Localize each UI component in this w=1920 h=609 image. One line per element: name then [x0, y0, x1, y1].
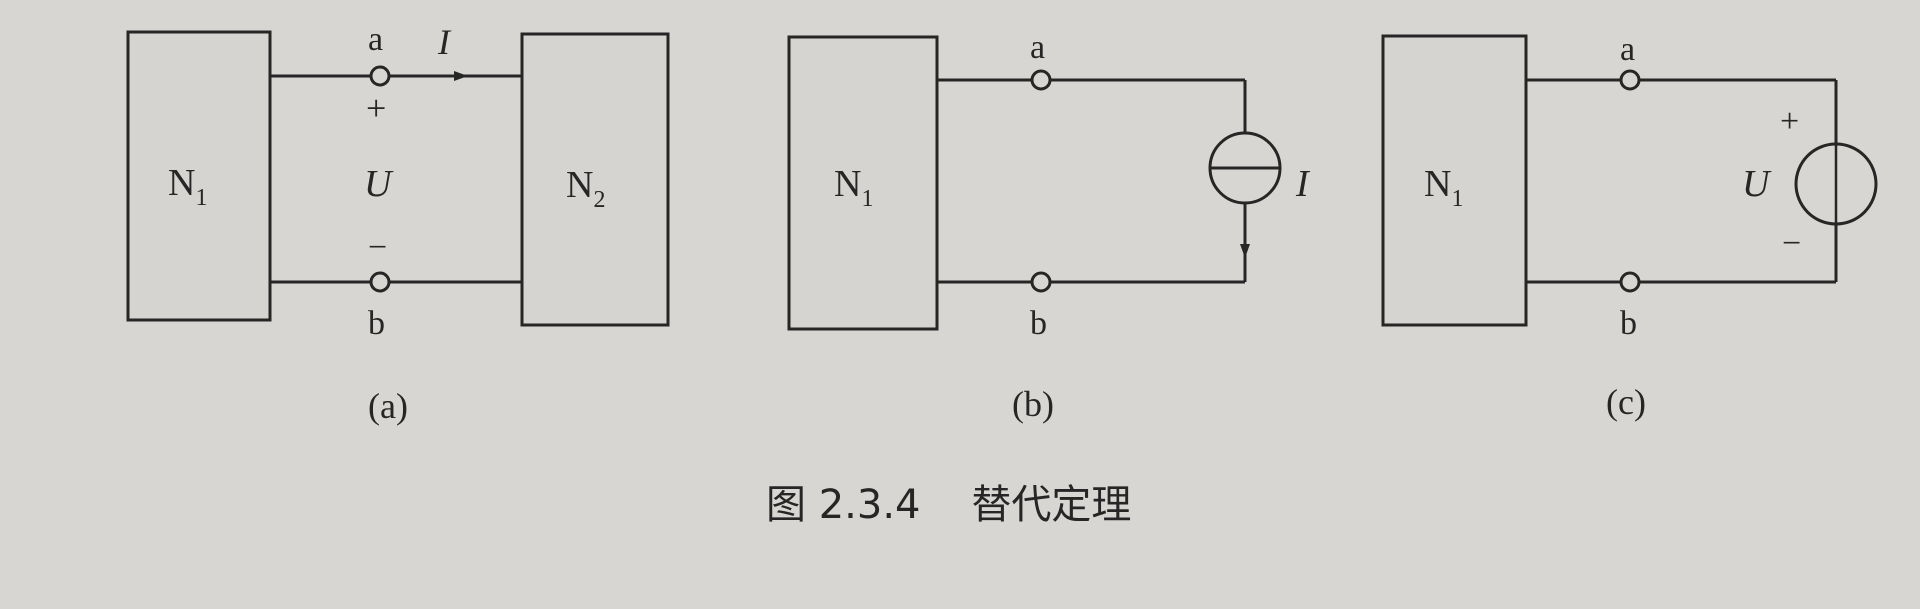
terminal-a-node-b — [1030, 69, 1052, 91]
minus-sign-a: − — [368, 229, 387, 266]
n2-label: N2 — [566, 164, 605, 213]
panel-b-labels: N1 a b I (b) — [834, 29, 1311, 424]
terminal-b-label: b — [368, 305, 385, 342]
block-n2 — [520, 32, 670, 327]
source-voltage-label: U — [1742, 163, 1772, 205]
minus-sign-c: − — [1782, 225, 1801, 262]
terminal-b-node-c — [1619, 271, 1641, 293]
source-current-label: I — [1295, 163, 1311, 205]
terminal-b-node — [369, 271, 391, 293]
terminal-a-node-c — [1619, 69, 1641, 91]
terminal-a-label: a — [368, 21, 383, 58]
n1-label-c: N1 — [1424, 163, 1463, 212]
panel-c-labels: N1 a b + U − (c) — [1424, 31, 1801, 422]
n1-label-b: N1 — [834, 163, 873, 212]
terminal-a-label-b: a — [1030, 29, 1045, 66]
n1-label-a: N1 — [168, 162, 207, 211]
panel-a-labels: N1 N2 a b I + U − (a) — [168, 21, 605, 426]
panel-tag-a: (a) — [368, 386, 408, 426]
block-n1-b — [787, 35, 939, 331]
terminal-a-node — [369, 65, 391, 87]
plus-sign-c: + — [1780, 103, 1799, 140]
panel-a — [126, 30, 670, 327]
panel-b — [787, 35, 1282, 331]
panel-c — [1381, 34, 1878, 327]
plus-sign-a: + — [366, 88, 386, 128]
terminal-b-label-c: b — [1620, 305, 1637, 342]
voltage-label-a: U — [364, 163, 394, 205]
terminal-b-node-b — [1030, 271, 1052, 293]
panel-tag-c: (c) — [1606, 382, 1646, 422]
terminal-a-label-c: a — [1620, 31, 1635, 68]
panel-tag-b: (b) — [1012, 384, 1054, 424]
block-n1-a — [126, 30, 272, 322]
current-label-a: I — [437, 22, 452, 62]
block-n1-c — [1381, 34, 1528, 327]
figure-caption: 图 2.3.4 替代定理 — [766, 482, 1131, 528]
terminal-b-label-b: b — [1030, 305, 1047, 342]
